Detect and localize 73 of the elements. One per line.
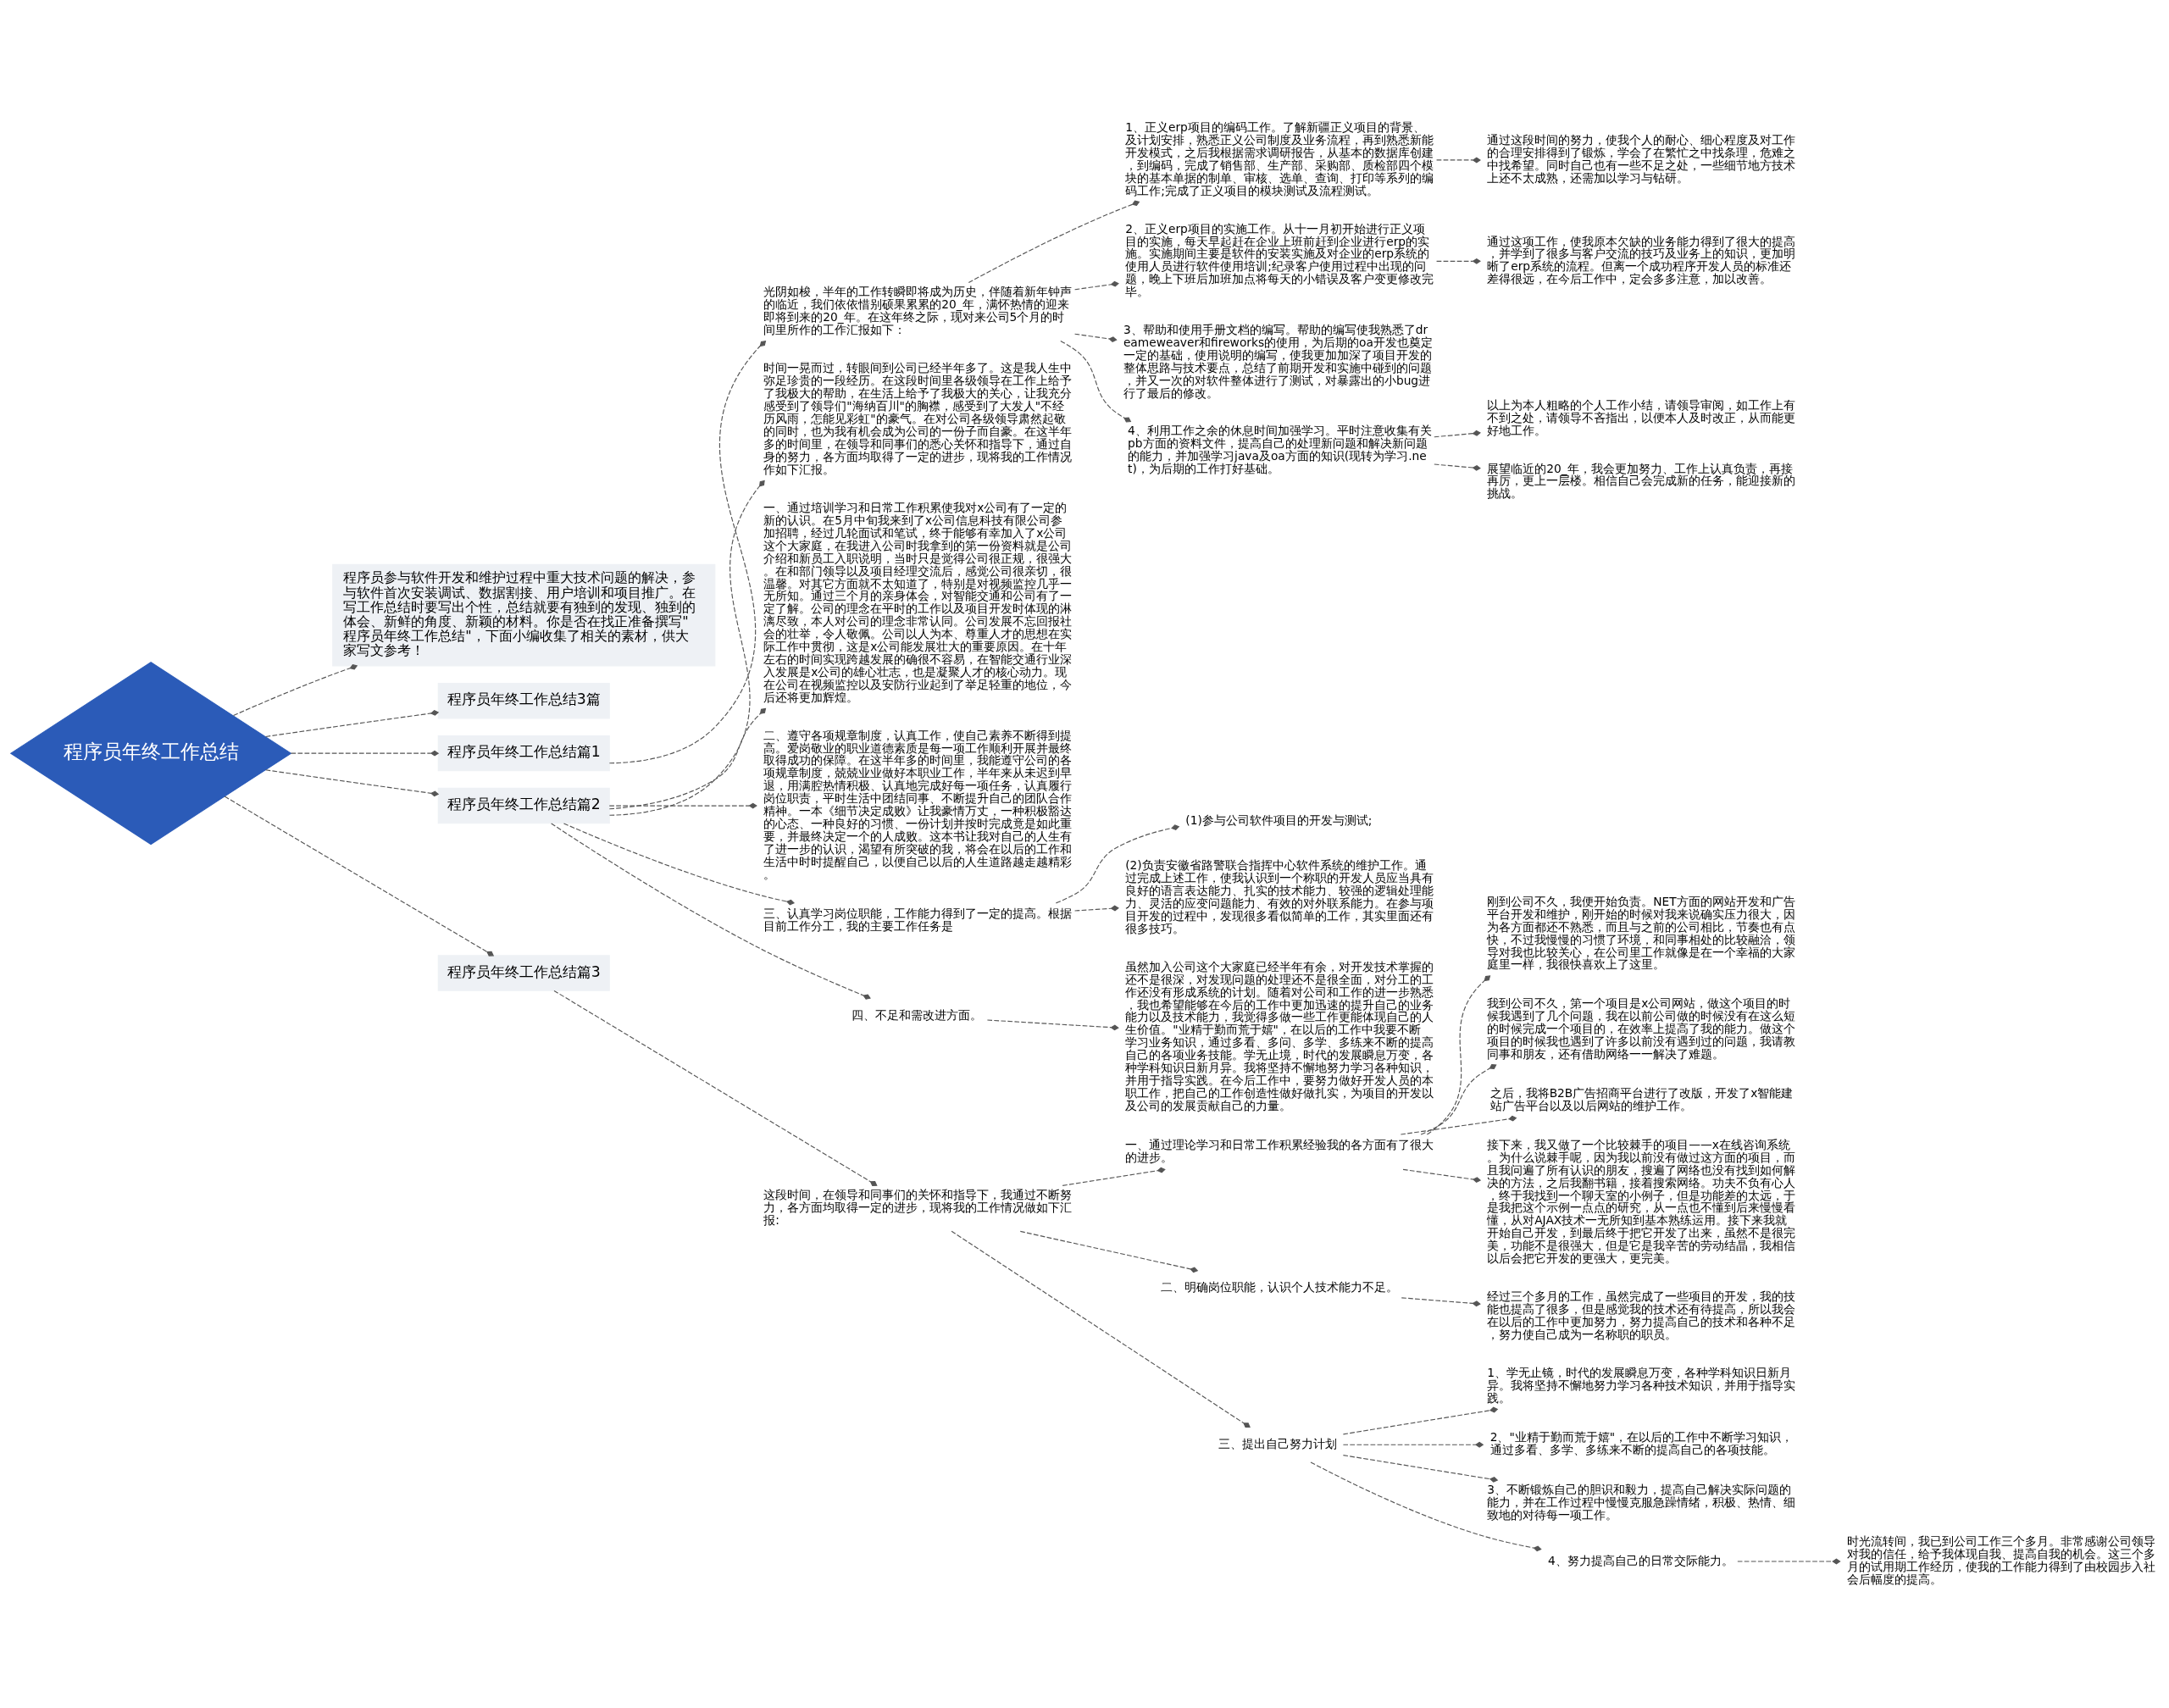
node-text: 三、认真学习岗位职能，工作能力得到了一定的提高。根据目前工作分工，我的主要工作任务是	[763, 906, 1073, 933]
node-text: 我到公司不久，第一个项目是x公司网站，做这个项目的时候我遇到了几个问题，我在以前公司做的时候没有在这么短的时候完成一个项目的，在效率上提高了我的能力。做这个项目的时候我也遇到了许多以前没有遇到过的问题，我请教同事和朋友，还有借助网络一一解决了难题。	[1487, 995, 1796, 1061]
node-box: 程序员年终工作总结篇1	[437, 735, 610, 771]
node-text: 四、不足和需改进方面。	[851, 1007, 982, 1022]
connector	[233, 663, 358, 716]
node-text: 时光流转间，我已到公司工作三个多月。非常感谢公司领导对我的信任，给予我体现自我、提高自我的机会。这三个多月的试用期工作经历，使我的工作能力得到了由校园步入社会后幅度的提高。	[1846, 1533, 2155, 1586]
connector	[1055, 824, 1180, 903]
connector	[1420, 1063, 1497, 1135]
connector	[951, 1230, 1251, 1428]
node-text: 通过这段时间的努力，使我个人的耐心、细心程度及对工作的合理安排得到了锻炼，学会了在繁忙之中找条理，危难之中找希望。同时自己也有一些不足之处，一些细节地方技术上还不太成熟，还需加以学习与钻研。	[1487, 132, 1796, 185]
node-text: 经过三个多月的工作，虽然完成了一些项目的开发，我的技能也提高了很多，但是感觉我的技术还有待提高，所以我会在以后的工作中更加努力，努力提高自己的技术和各种不足，努力使自己成为一名称职的职员。	[1487, 1289, 1796, 1341]
node-text: 一、通过理论学习和日常工作积累经验我的各方面有了很大的进步。	[1125, 1137, 1434, 1164]
node-text: 3、不断锻炼自己的胆识和毅力，提高自己解决实际问题的能力，并在工作过程中慢慢克服急躁情绪，积极、热情、细致地的对待每一项工作。	[1487, 1482, 1796, 1522]
connector	[265, 768, 440, 796]
connector	[1436, 258, 1481, 264]
connector	[290, 750, 440, 757]
connector	[986, 1018, 1119, 1030]
connector	[1401, 1296, 1481, 1306]
connector	[1400, 1115, 1517, 1135]
node-box: 程序员年终工作总结篇3	[437, 954, 610, 991]
node-text: 一、通过培训学习和日常工作积累使我对x公司有了一定的新的认识。在5月中旬我来到了x公司信息科技有限公司参加招聘，经过几轮面试和笔试，终于能够有幸加入了x公司这个大家庭，在我进入公司时我拿到的第一份资料就是公司介绍和新员工入职说明，当时只是觉得公司很正规，很强大。在和部门领导以及项目经理交流后，感觉公司很亲切，很温馨。对其它方面就不太知道了，特别是对视频监控几乎一无所知。通过三个月的亲身体会，对智能交通和公司有了一定了解。公司的理念在平时的工作以及项目开发时体现的淋漓尽致，本人对公司的理念非常认同。公司发展不忘回报社会的壮举，令人敬佩。公司以人为本、尊重人才的思想在实际工作中贯彻，这是x公司能发展壮大的重要原因。在十年左右的时间实现跨越发展的确很不容易，在智能交通行业深入发展是x公司的雄心壮志，也是凝聚人才的核心动力。现在公司在视频监控以及安防行业起到了举足轻重的地位，今后还将更加辉煌。	[763, 500, 1073, 704]
node-text: 二、遵守各项规章制度，认真工作，使自己素养不断得到提高。爱岗敬业的职业道德素质是每一项工作顺利开展并最终取得成功的保障。在这半年多的时间里，我能遵守公司的各项规章制度，兢兢业业做好本职业工作，半年来从未迟到早退，用满腔热情积极、认真地完成好每一项任务，认真履行岗位职责，平时生活中团结同事、不断提升自己的团队合作精神。一本《细节决定成败》让我豪情万丈，一种积极豁达的心态、一种良好的习惯、一份计划并按时完成竟是如此重要，并最终决定一个的人成败。这本书让我对自己的人生有了进一步的认识，渴望有所突破的我，将会在以后的工作和生活中时时提醒自己，以便自己以后的人生道路越走越精彩。	[763, 728, 1073, 881]
connector	[1074, 905, 1119, 912]
connector	[1342, 1406, 1499, 1434]
connector	[1434, 430, 1481, 437]
node-text: 1、学无止镜，时代的发展瞬息万变，各种学科知识日新月异。我将坚持不懈地努力学习各种技术知识，并用于指导实践。	[1487, 1365, 1796, 1405]
node-text: 3、帮助和使用手册文档的编写。帮助的编写使我熟悉了dreameweaver和fireworks的使用，为后期的oa开发也奠定一定的基础，使用说明的编写，使我更加加深了项目开发的整体思路与技术要点，总结了前期开发和实施中碰到的问题，并又一次的对软件整体进行了测试，对暴露出的小bug进行了最后的修改。	[1123, 322, 1433, 400]
connector	[1402, 1168, 1482, 1183]
connector	[265, 709, 440, 737]
node-text: (1)参与公司软件项目的开发与测试;	[1185, 812, 1373, 827]
connector	[1060, 340, 1132, 422]
node-text: 虽然加入公司这个大家庭已经半年有余，对开发技术掌握的还不是很深，对发现问题的处理还不是很全面，对分工的工作还没有形成系统的计划。随着对公司和工作的进一步熟悉，我也希望能够在今后的工作中更加迅速的提升自己的业务能力以及技术能力，我觉得多做一些工作更能体现自己的人生价值。"业精于勤而荒于嬉"，在以后的工作中我要不断学习业务知识，通过多看、多问、多学、多练来不断的提高自己的各项业务技能。学无止境，时代的发展瞬息万变，各种学科知识日新月异。我将坚持不懈地努力学习各种知识，并用于指导实践。在今后工作中，要努力做好开发人员的本职工作，把自己的工作创造性做好做扎实，为项目的开发以及公司的发展贡献自己的力量。	[1125, 959, 1434, 1112]
node-text: 刚到公司不久，我便开始负责。NET方面的网站开发和广告平台开发和维护，刚开始的时候对我来说确实压力很大，因为各方面都还不熟悉，而且与之前的公司相比，节奏也有点快，不过我慢慢的习惯了环境，和同事相处的比较融洽，领导对我也比较关心，在公司里工作就像是在一个幸福的大家庭里一样，我很快喜欢上了这里。	[1487, 894, 1796, 971]
connector	[553, 990, 878, 1186]
connector	[1737, 1558, 1841, 1564]
connector	[1434, 463, 1481, 471]
node-text: 之后，我将B2B广告招商平台进行了改版，开发了x智能建站广告平台以及以后网站的维护工作。	[1489, 1085, 1794, 1112]
node-box: 程序员参与软件开发和维护过程中重大技术问题的解决，参与软件首次安装调试、数据割接、用户培训和项目推广。在写工作总结时要写出个性，总结就要有独到的发现、独到的体会、新鲜的角度、新颖的材料。你是否在找正准备撰写"程序员年终工作总结"，下面小编收集了相关的素材，供大家写文参考！	[332, 563, 716, 666]
connector	[608, 480, 765, 816]
node-text: 展望临近的20_年，我会更加努力、工作上认真负责，再接再厉，更上一层楼。相信自己会完成新的任务，能迎接新的挑战。	[1487, 461, 1796, 500]
node-diamond: 程序员年终工作总结	[9, 661, 292, 845]
node-text: 通过这项工作，使我原本欠缺的业务能力得到了很大的提高，并学到了很多与客户交流的技巧及业务上的知识，更加明晰了erp系统的流程。但离一个成功程序开发人员的标准还差得很远，在今后工作中，定会多多注意，加以改善。	[1487, 234, 1796, 286]
connector	[608, 340, 767, 763]
connector	[1342, 1454, 1499, 1483]
node-text: 4、努力提高自己的日常交际能力。	[1547, 1553, 1734, 1567]
connector	[1310, 1461, 1542, 1551]
connector	[1074, 333, 1118, 342]
node-text: 三、提出自己努力计划	[1218, 1436, 1338, 1450]
node-box: 程序员年终工作总结篇2	[437, 787, 610, 824]
node-text: 2、"业精于勤而荒于嬉"，在以后的工作中不断学习知识，通过多看、多学、多练来不断的提高自己的各项技能。	[1489, 1429, 1794, 1456]
node-text: 4、利用工作之余的休息时间加强学习。平时注意收集有关pb方面的资料文件，提高自己的处理新问题和解决新问题的能力，并加强学习java及oa方面的知识(现转为学习.net)，为后期的工作打好基础。	[1128, 423, 1432, 475]
node-text: 二、明确岗位职能，认识个人技术能力不足。	[1160, 1279, 1398, 1294]
connector	[1074, 280, 1119, 290]
node-box: 程序员年终工作总结3篇	[437, 682, 610, 718]
node-text: 时间一晃而过，转眼间到公司已经半年多了。这是我人生中弥足珍贵的一段经历。在这段时间里各级领导在工作上给予了我极大的帮助，在生活上给予了我极大的关心，让我充分感受到了领导们"海纳百川"的胸襟，感受到了大发人"不经历风雨，怎能见彩虹"的豪气。在对公司各级领导肃然起敬的同时，也为我有机会成为公司的一份子而自豪。在这半年多的时间里，在领导和同事们的悉心关怀和指导下，通过自身的努力，各方面均取得了一定的进步，现将我的工作情况作如下汇报。	[763, 360, 1073, 476]
connector	[1062, 1167, 1166, 1186]
node-text: 以上为本人粗略的个人工作小结，请领导审阅，如工作上有不到之处，请领导不吝指出，以便本人及时改正，从而能更好地工作。	[1487, 397, 1796, 437]
node-text: 光阴如梭，半年的工作转瞬即将成为历史，伴随着新年钟声的临近，我们依依惜别硕果累累的20_年，满怀热情的迎来即将到来的20_年。在这年终之际，现对来公司5个月的时间里所作的工作汇报如下：	[763, 284, 1073, 336]
connector	[968, 200, 1140, 283]
connector	[608, 707, 767, 809]
node-text: 2、正义erp项目的实施工作。从十一月初开始进行正义项目的实施，每天早起赶在企业上班前赶到企业进行erp的实施。实施期间主要是软件的安装实施及对企业的erp系统的使用人员进行软件使用培训;纪录客户使用过程中出现的问题，晚上下班后加班加点将每天的小错误及客户变更修改完毕。	[1125, 221, 1434, 298]
node-text: (2)负责安徽省路警联合指挥中心软件系统的维护工作。通过完成上述工作，使我认识到一个称职的开发人员应当具有良好的语言表达能力、扎实的技术能力、较强的逻辑处理能力、灵活的应变问题能力、有效的对外联系能力。在参与项目开发的过程中，发现很多看似简单的工作，其实里面还有很多技巧。	[1125, 857, 1434, 935]
node-text: 接下来，我又做了一个比较棘手的项目——x在线咨询系统。为什么说棘手呢，因为我以前没有做过这方面的项目，而且我问遍了所有认识的朋友，搜遍了网络也没有找到如何解决的方法，之后我翻书籍，接着搜索网络。功夫不负有心人，终于我找到一个聊天室的小例子，但是功能差的太远，于是我把这个示例一点点的研究，从一点也不懂到后来慢慢看懂，从对AJAX技术一无所知到基本熟练运用。接下来我就开始自己开发，到最后终于把它开发了出来，虽然不是很完美，功能不是很强大，但是它是我辛苦的劳动结晶，我相信以后会把它开发的更强大，更完美。	[1487, 1137, 1796, 1265]
node-text: 这段时间，在领导和同事们的关怀和指导下，我通过不断努力，各方面均取得一定的进步，现将我的工作情况做如下汇报:	[763, 1187, 1073, 1227]
connector	[1342, 1441, 1484, 1448]
connector	[1019, 1230, 1199, 1273]
connector	[608, 802, 757, 809]
connector	[1436, 157, 1481, 163]
connector	[224, 796, 495, 957]
connector	[1426, 974, 1491, 1134]
node-text: 1、正义erp项目的编码工作。了解新疆正义项目的背景、及计划安排，熟悉正义公司制度及业务流程，再到熟悉新能开发模式，之后我根据需求调研报告，从基本的数据库创建，到编码，完成了销售部、生产部、采购部、质检部四个模块的基本单据的制单、审核、选单、查询、打印等系列的编码工作;完成了正义项目的模块测试及流程测试。	[1125, 119, 1434, 197]
connector	[563, 822, 795, 905]
connector	[551, 822, 871, 1000]
